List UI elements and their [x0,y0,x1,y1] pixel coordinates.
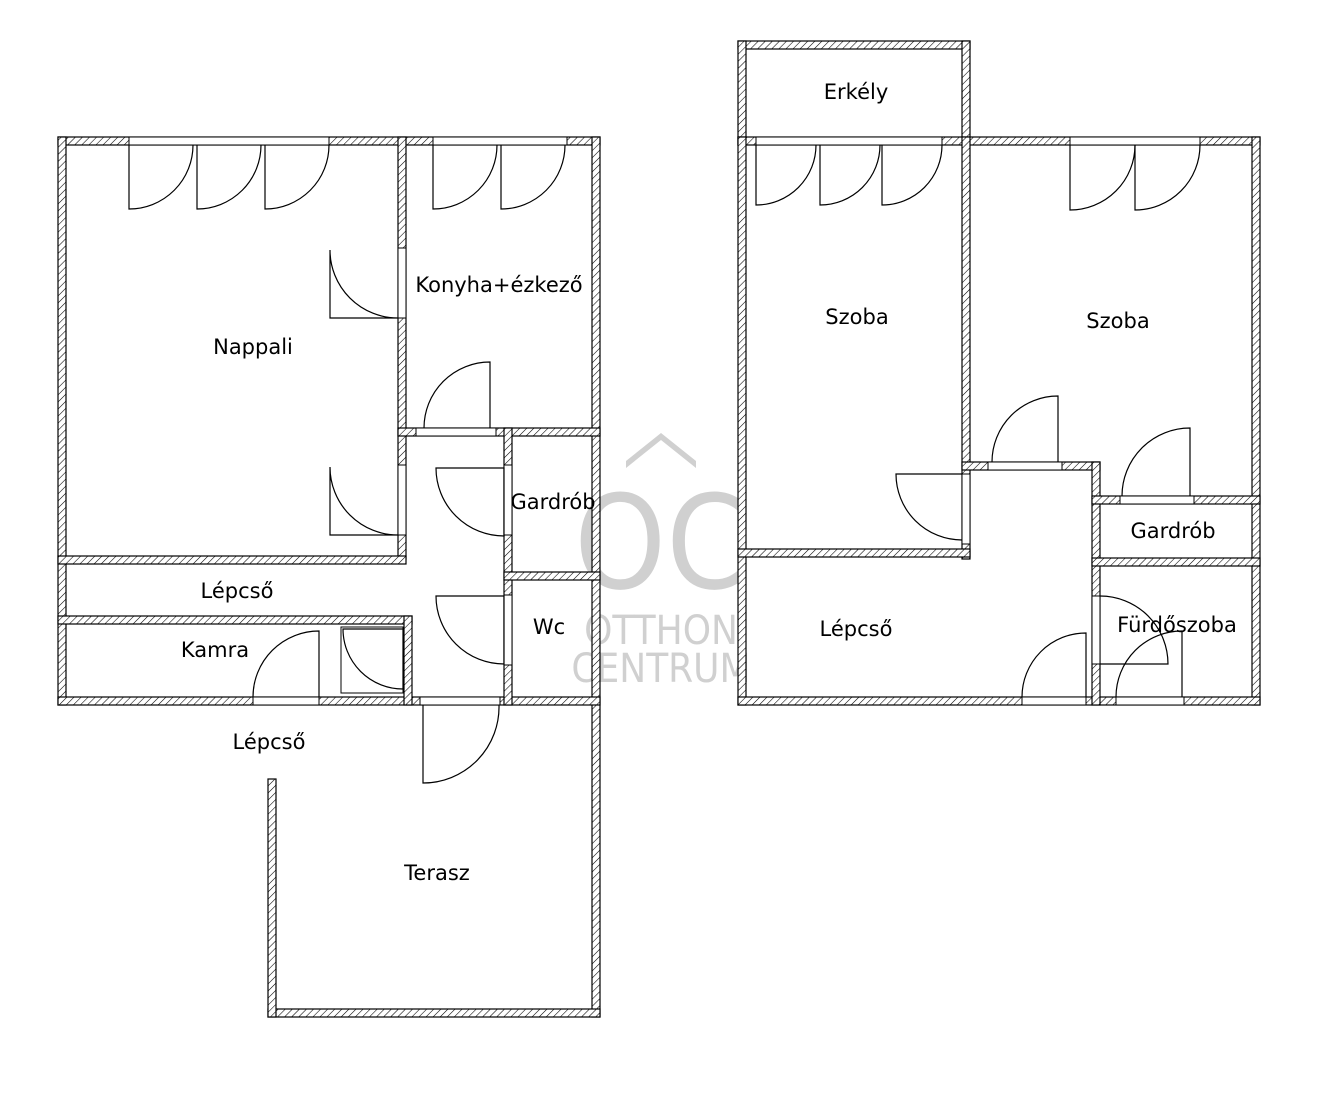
label-szoba-right: Szoba [1086,309,1149,333]
watermark-line1: OTTHON [584,608,738,654]
upper-floor-doors [755,144,1201,698]
ground-floor-windows [128,136,568,706]
label-lepcso-outer: Lépcső [233,730,306,754]
label-lepcso-inner: Lépcső [201,579,274,603]
ground-floor-walls [57,136,601,1018]
label-nappali: Nappali [213,335,293,359]
label-szoba-left: Szoba [825,305,888,329]
ground-floor-doors [128,144,566,784]
label-wc: Wc [533,615,565,639]
upper-floor-windows [755,136,1201,706]
label-konyha: Konyha+ézkező [415,273,582,297]
label-erkely: Erkély [824,80,889,104]
ground-floor-labels: Nappali Konyha+ézkező Gardrób Wc Lépcső … [181,273,596,885]
label-kamra: Kamra [181,638,249,662]
label-terasz: Terasz [403,861,470,885]
watermark-line2: CENTRUM [571,646,750,692]
label-lepcso-upper: Lépcső [820,617,893,641]
label-gardrob-upper: Gardrób [1130,519,1215,543]
upper-floor-labels: Erkély Szoba Szoba Gardrób Fürdőszoba Lé… [820,80,1237,641]
upper-floor-walls [737,40,1261,706]
svg-text:OC: OC [574,467,748,619]
label-furdoszoba: Fürdőszoba [1117,613,1237,637]
watermark: OC OTTHON CENTRUM [571,433,751,692]
watermark-logo: OC [574,433,748,619]
label-gardrob-ground: Gardrób [510,490,595,514]
